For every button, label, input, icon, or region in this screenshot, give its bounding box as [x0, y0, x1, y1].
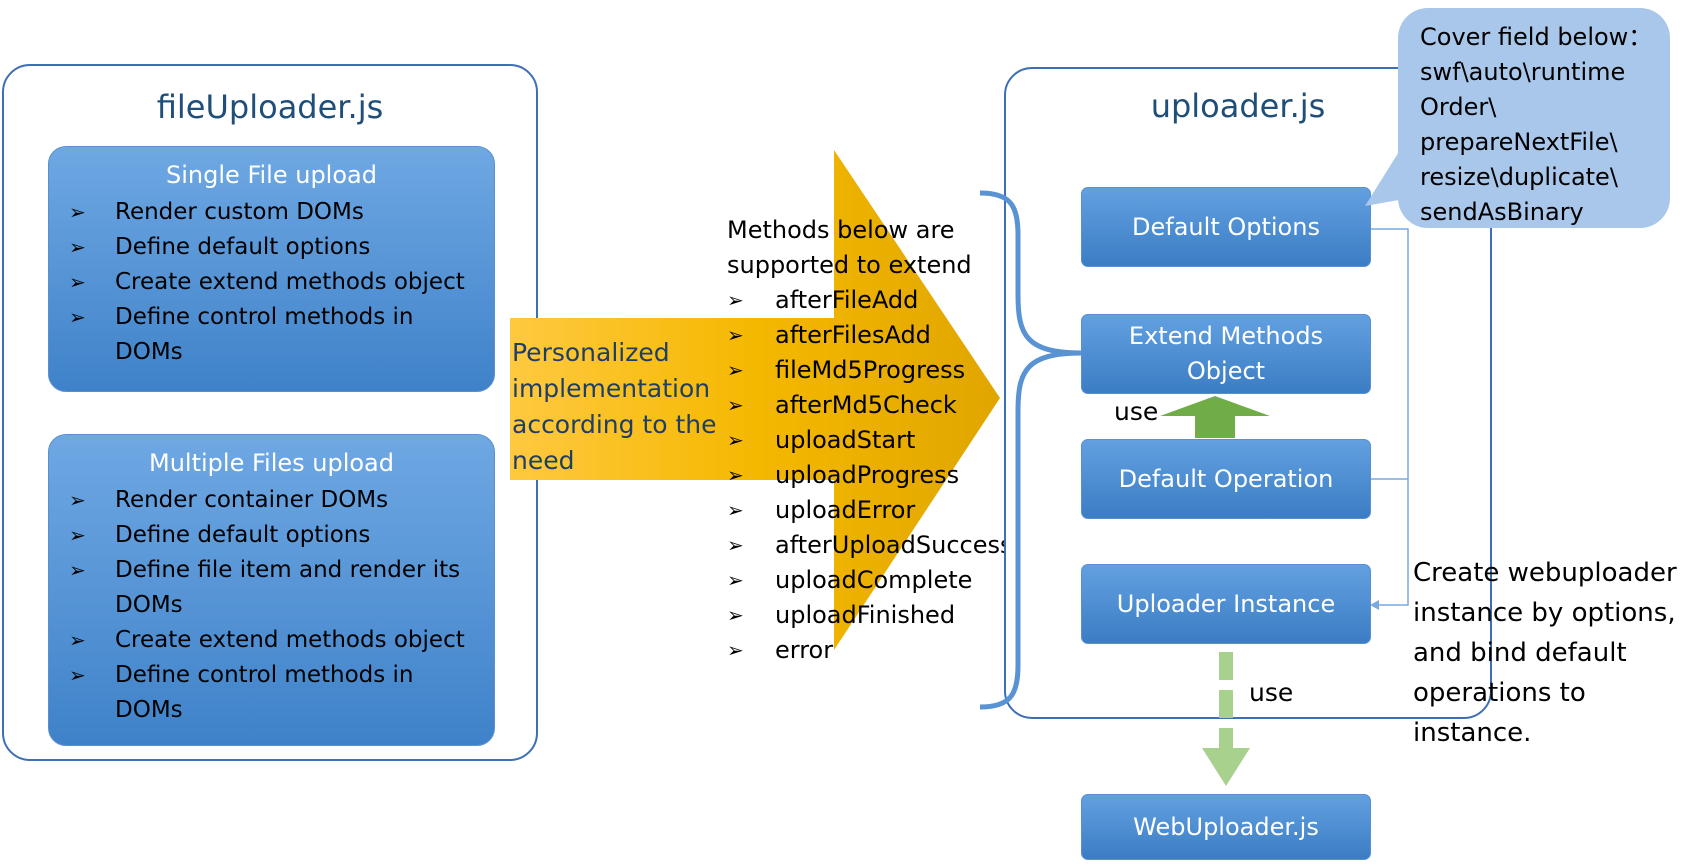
arrow-bullet-icon: ➢: [727, 323, 744, 347]
connector-line: [1370, 228, 1409, 606]
flow-arrow-shape: [510, 150, 1000, 650]
arrow-bullet-icon: ➢: [727, 358, 744, 382]
arrow-bullet-icon: ➢: [69, 235, 86, 259]
green-up-arrow-icon: [1160, 396, 1270, 438]
list-item: ➢uploadStart: [727, 423, 1012, 458]
methods-list: Methods below are supported to extend ➢a…: [727, 213, 1012, 668]
arrow-bullet-icon: ➢: [727, 288, 744, 312]
default-operation-box: Default Operation: [1081, 439, 1371, 519]
list-item: ➢uploadProgress: [727, 458, 1012, 493]
webuploader-box: WebUploader.js: [1081, 794, 1371, 860]
list-item: ➢uploadFinished: [727, 598, 1012, 633]
use-label-top: use: [1114, 397, 1159, 426]
arrow-bullet-icon: ➢: [69, 558, 86, 582]
arrow-bullet-icon: ➢: [727, 428, 744, 452]
multiple-files-upload-title: Multiple Files upload: [149, 449, 394, 477]
dashed-down-arrow-icon: [1202, 652, 1250, 786]
arrow-bullet-icon: ➢: [69, 305, 86, 329]
list-item: ➢Create extend methods object: [69, 265, 494, 300]
list-item: ➢Define control methods in DOMs: [69, 300, 439, 370]
list-item: ➢Define file item and render its DOMs: [69, 553, 469, 623]
list-item: ➢Create extend methods object: [69, 623, 494, 658]
callout-line: resize\duplicate\: [1420, 163, 1618, 191]
multiple-files-upload-list: ➢Render container DOMs ➢Define default o…: [49, 483, 494, 728]
single-file-upload-title: Single File upload: [166, 161, 377, 189]
methods-intro: Methods below are supported to extend: [727, 216, 972, 279]
multiple-files-upload-box: Multiple Files upload ➢Render container …: [48, 434, 495, 746]
arrow-bullet-icon: ➢: [727, 463, 744, 487]
curly-brace: [979, 190, 1083, 710]
callout-line: Cover field below：: [1420, 23, 1653, 51]
instance-note: Create webuploader instance by options, …: [1413, 558, 1677, 748]
connector-arrowhead: [1370, 600, 1379, 610]
arrow-bullet-icon: ➢: [69, 663, 86, 687]
list-item: ➢Define default options: [69, 230, 494, 265]
list-item: ➢uploadError: [727, 493, 1012, 528]
list-item: ➢afterMd5Check: [727, 388, 1012, 423]
list-item: ➢Render container DOMs: [69, 483, 494, 518]
callout-line: sendAsBinary: [1420, 198, 1584, 226]
list-item: ➢afterUploadSuccess: [727, 528, 1012, 563]
arrow-bullet-icon: ➢: [727, 533, 744, 557]
arrow-bullet-icon: ➢: [727, 393, 744, 417]
arrow-bullet-icon: ➢: [69, 270, 86, 294]
arrow-label: Personalized implementation according to…: [512, 338, 717, 475]
curly-brace-path: [979, 190, 1083, 710]
uploader-title: uploader.js: [1150, 87, 1326, 125]
arrow-bullet-icon: ➢: [69, 488, 86, 512]
use-label-bottom: use: [1249, 678, 1294, 707]
list-item: ➢afterFilesAdd: [727, 318, 1012, 353]
callout-line: prepareNextFile\: [1420, 128, 1618, 156]
extend-methods-box: Extend Methods Object: [1081, 314, 1371, 394]
single-file-upload-list: ➢Render custom DOMs ➢Define default opti…: [49, 195, 494, 370]
fileuploader-title: fileUploader.js: [156, 88, 384, 126]
list-item: ➢fileMd5Progress: [727, 353, 1012, 388]
list-item: ➢afterFileAdd: [727, 283, 1012, 318]
connector-lines: [1370, 228, 1409, 610]
arrow-bullet-icon: ➢: [727, 603, 744, 627]
single-file-upload-box: Single File upload ➢Render custom DOMs ➢…: [48, 146, 495, 392]
list-item: ➢Define control methods in DOMs: [69, 658, 439, 728]
list-item: ➢Define default options: [69, 518, 494, 553]
flow-arrow: [510, 150, 1000, 650]
list-item: ➢Render custom DOMs: [69, 195, 494, 230]
callout-line: swf\auto\runtime: [1420, 58, 1626, 86]
arrow-bullet-icon: ➢: [727, 498, 744, 522]
arrow-bullet-icon: ➢: [69, 523, 86, 547]
list-item: ➢error: [727, 633, 1012, 668]
callout-bubble: Cover field below： swf\auto\runtime Orde…: [1398, 8, 1670, 228]
list-item: ➢uploadComplete: [727, 563, 1012, 598]
arrow-bullet-icon: ➢: [727, 638, 744, 662]
arrow-bullet-icon: ➢: [69, 200, 86, 224]
callout-line: Order\: [1420, 93, 1497, 121]
arrow-bullet-icon: ➢: [727, 568, 744, 592]
default-options-box: Default Options: [1081, 187, 1371, 267]
uploader-instance-box: Uploader Instance: [1081, 564, 1371, 644]
arrow-bullet-icon: ➢: [69, 628, 86, 652]
